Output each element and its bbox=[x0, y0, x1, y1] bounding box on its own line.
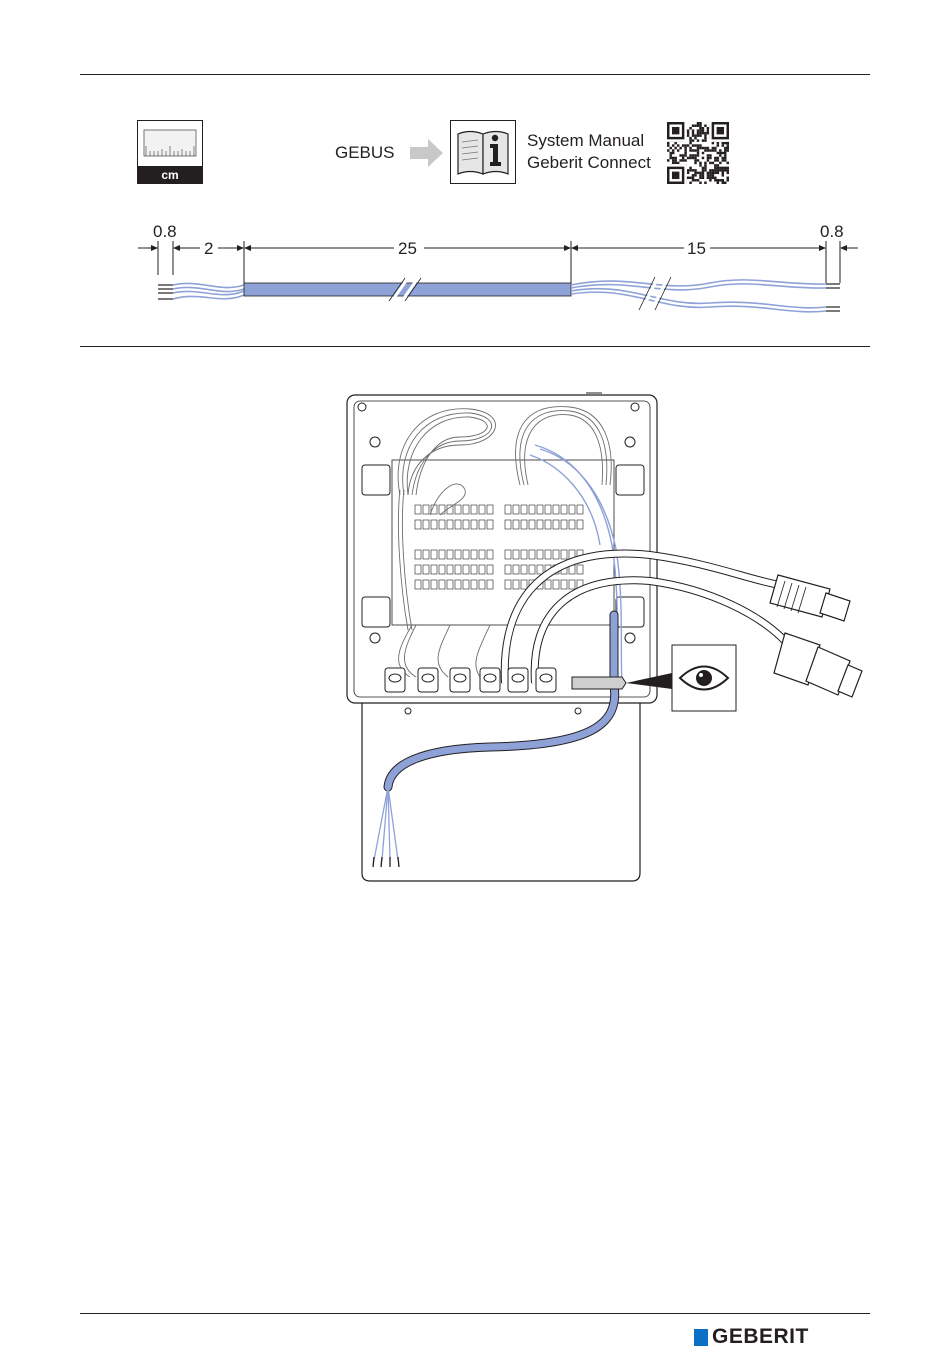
gebus-label: GEBUS bbox=[335, 143, 395, 163]
middle-rule bbox=[80, 346, 870, 347]
logo-text: GEBERIT bbox=[712, 1325, 809, 1349]
ruler-cm-icon: cm bbox=[137, 120, 203, 184]
top-rule bbox=[80, 74, 870, 75]
dim-right-strip: 0.8 bbox=[820, 222, 844, 242]
dim-left-wires: 2 bbox=[204, 239, 213, 259]
ruler-unit-label: cm bbox=[137, 168, 203, 182]
manual-title-line2: Geberit Connect bbox=[527, 153, 651, 173]
dim-sheath: 25 bbox=[398, 239, 417, 259]
logo-square-icon bbox=[694, 1329, 708, 1346]
manual-info-icon bbox=[450, 120, 516, 184]
geberit-logo: GEBERIT bbox=[694, 1325, 809, 1349]
bottom-rule bbox=[80, 1313, 870, 1314]
dim-right-wires: 15 bbox=[687, 239, 706, 259]
qr-code-icon bbox=[667, 122, 729, 189]
dim-left-strip: 0.8 bbox=[153, 222, 177, 242]
arrow-right-icon bbox=[410, 138, 444, 173]
cable-dimension-drawing: 0.8 2 25 15 0.8 bbox=[130, 215, 860, 320]
manual-title-line1: System Manual bbox=[527, 131, 644, 151]
control-box-illustration bbox=[330, 385, 870, 885]
